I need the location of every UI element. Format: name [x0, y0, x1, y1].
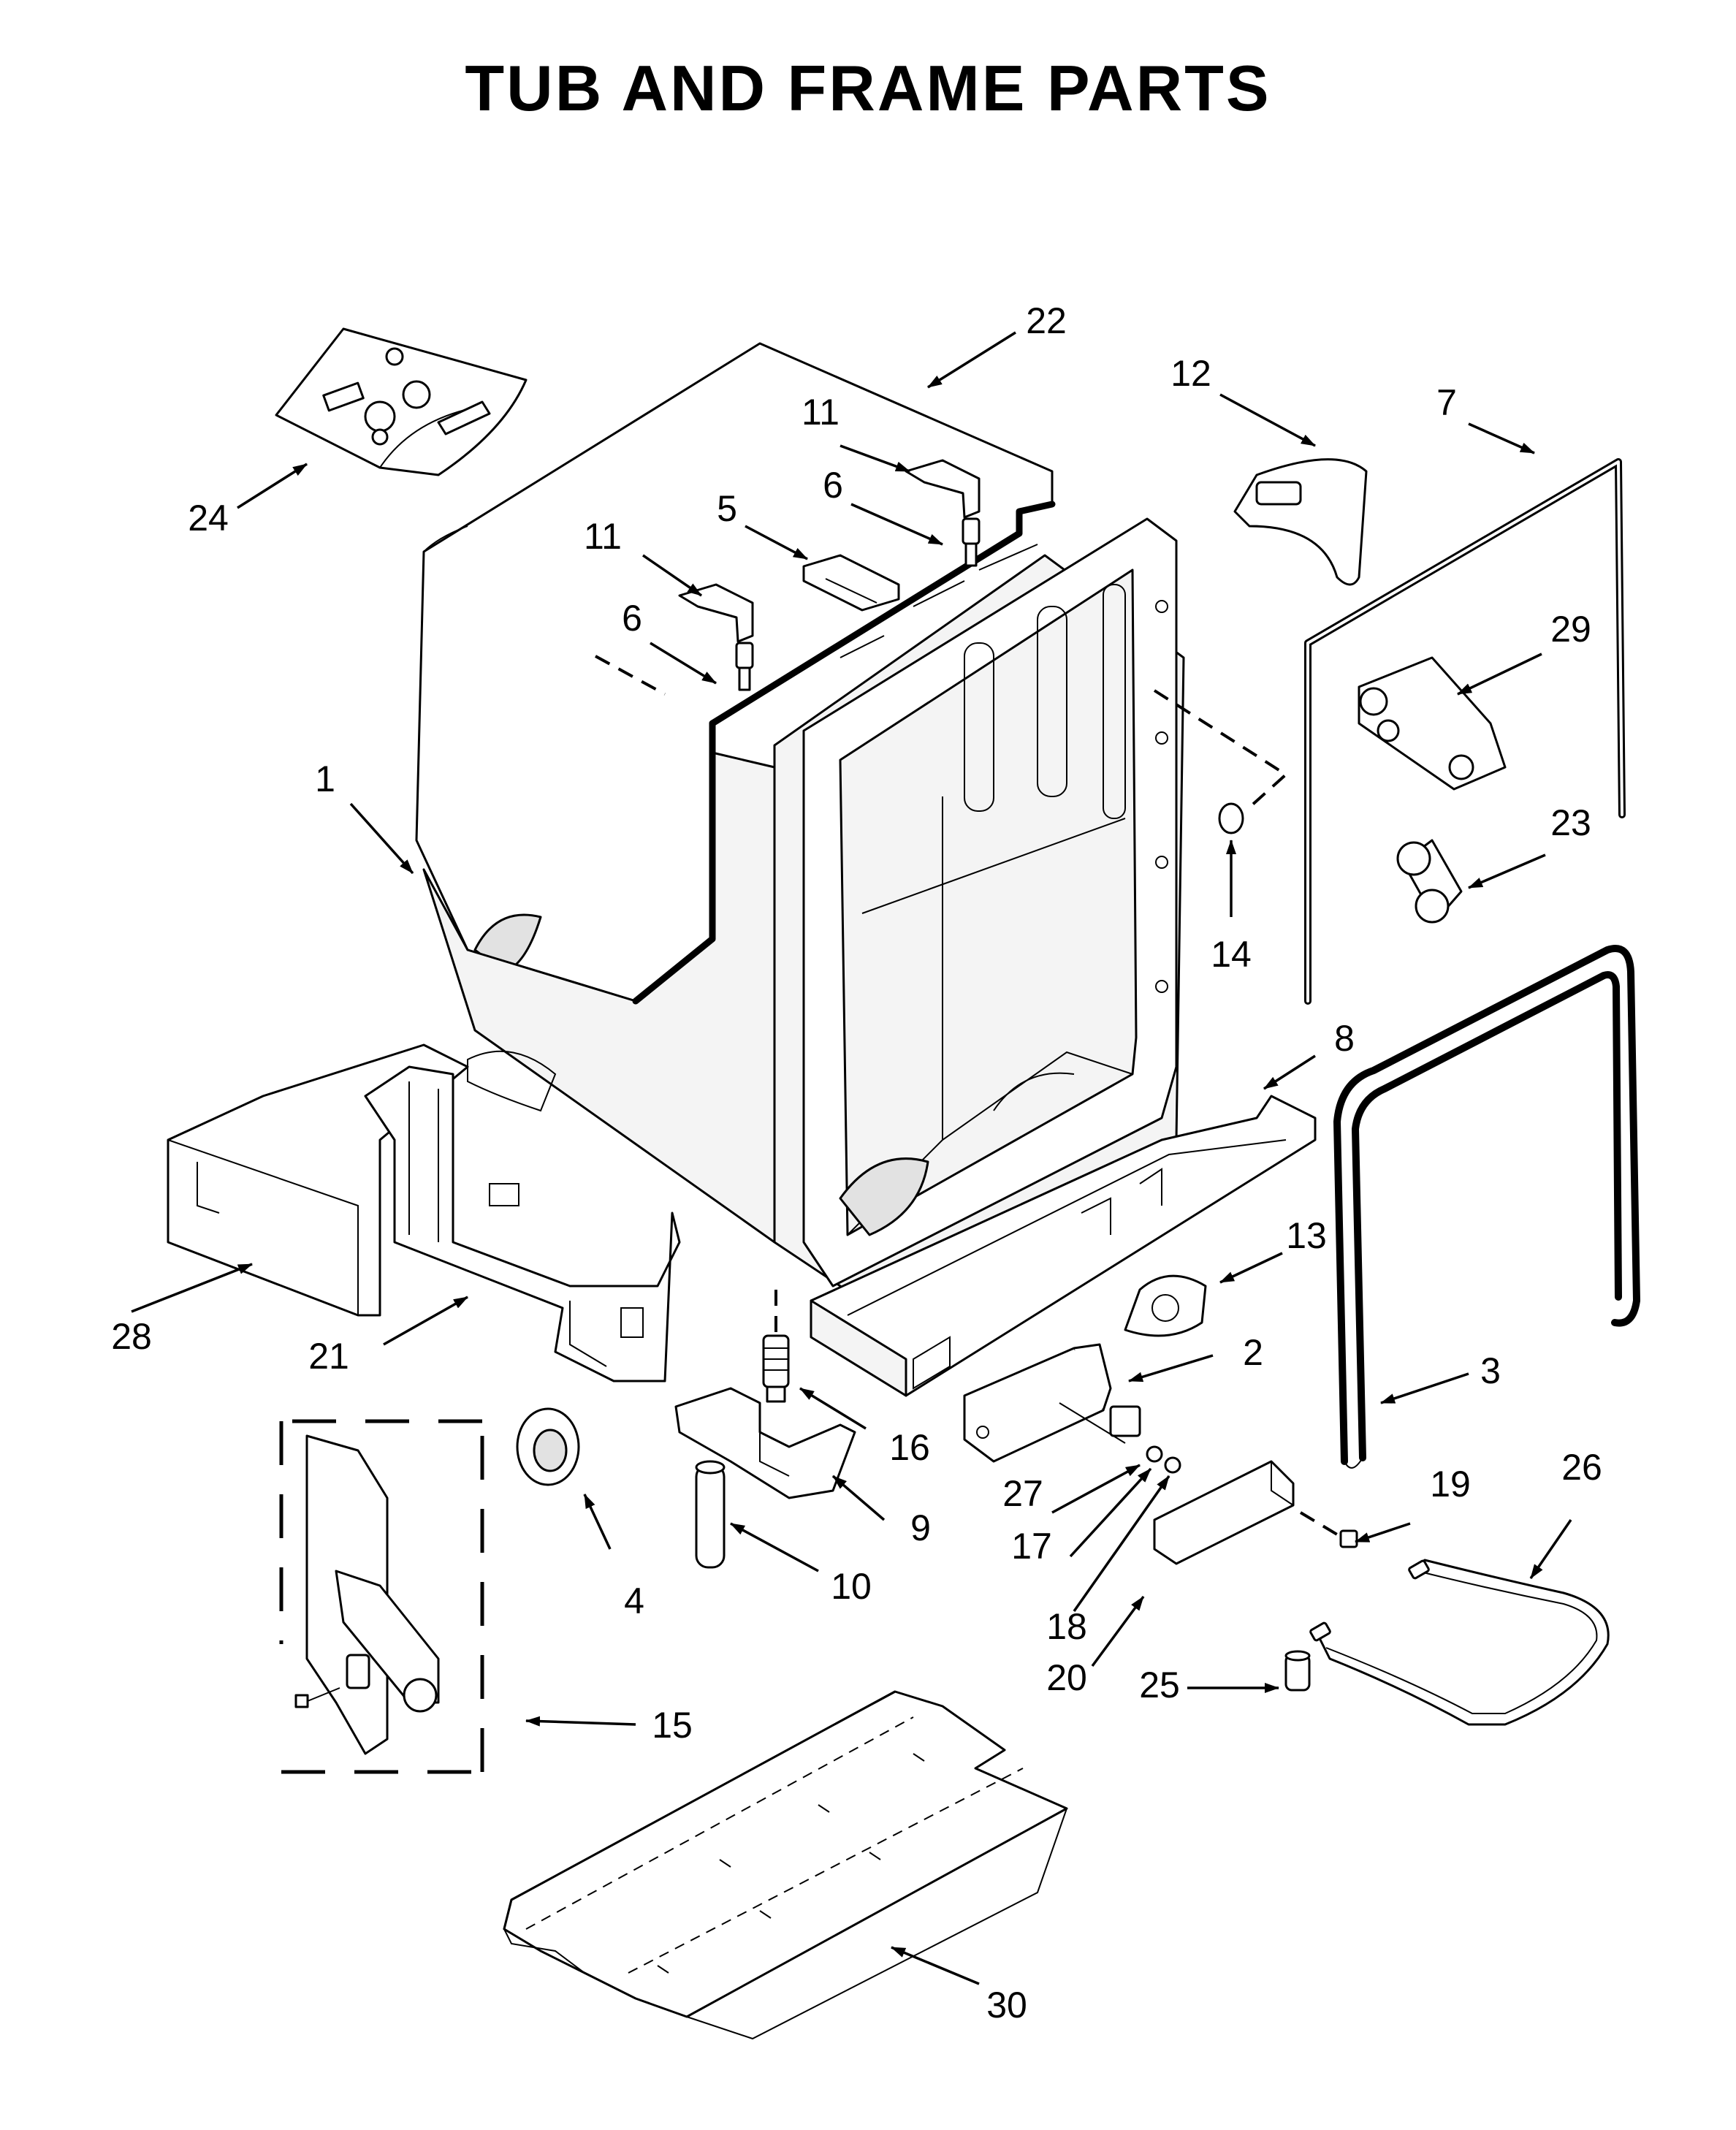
part-tub-edge — [632, 501, 1056, 1005]
callout-5: 5 — [717, 488, 737, 529]
callout-25: 25 — [1139, 1665, 1180, 1705]
callout-8: 8 — [1334, 1018, 1355, 1059]
part-control-bracket — [963, 1343, 1141, 1463]
callout-27: 27 — [1002, 1473, 1043, 1514]
part-center-bracket — [802, 554, 900, 612]
part-screw — [1299, 1511, 1358, 1548]
part-tub-gasket — [1333, 945, 1640, 1469]
part-sump — [674, 1387, 856, 1499]
callout-10: 10 — [831, 1566, 872, 1607]
part-pump-assembly — [279, 1419, 484, 1774]
callout-1: 1 — [315, 758, 335, 799]
part-front-frame — [364, 1065, 681, 1382]
callout-23: 23 — [1550, 802, 1591, 843]
part-hinge-bracket-left — [678, 583, 754, 691]
part-door-gasket — [1304, 458, 1626, 1005]
callout-24: 24 — [188, 498, 229, 539]
callout-6-right: 6 — [823, 465, 843, 506]
part-hardware-bag — [275, 327, 528, 476]
callout-28: 28 — [111, 1316, 152, 1357]
callout-2: 2 — [1243, 1332, 1263, 1373]
callout-30: 30 — [986, 1985, 1027, 2026]
callout-11-left: 11 — [584, 516, 622, 557]
callout-12: 12 — [1170, 353, 1211, 394]
callout-29: 29 — [1550, 609, 1591, 650]
part-wheel-assembly — [1396, 839, 1463, 924]
callout-20: 20 — [1046, 1657, 1087, 1698]
part-pump-housing — [516, 1407, 580, 1486]
part-connector — [1284, 1650, 1311, 1692]
callout-labels: 1 2 3 4 5 6 6 7 8 9 10 11 11 12 13 14 15… — [111, 300, 1602, 2026]
part-leveling-leg — [762, 1290, 790, 1403]
callout-6-left: 6 — [622, 598, 642, 639]
callout-9: 9 — [910, 1507, 931, 1548]
part-tub-shell — [422, 517, 1185, 1302]
part-plug — [1153, 689, 1289, 834]
callout-14: 14 — [1211, 934, 1252, 975]
callout-3: 3 — [1480, 1350, 1501, 1391]
part-screw-set — [1059, 1402, 1181, 1474]
part-vent-duct — [1233, 458, 1368, 586]
callout-16: 16 — [889, 1427, 930, 1468]
part-spray-mount — [1358, 656, 1507, 791]
part-hinge-bracket-right — [905, 459, 981, 567]
part-cover-plate — [1153, 1460, 1295, 1565]
part-float — [1124, 1274, 1207, 1337]
callout-19: 19 — [1430, 1464, 1471, 1505]
part-base-frame — [810, 1095, 1317, 1397]
callout-4: 4 — [624, 1581, 644, 1621]
callout-15: 15 — [652, 1705, 693, 1746]
callout-13: 13 — [1286, 1215, 1327, 1256]
callout-21: 21 — [308, 1336, 349, 1377]
callout-18: 18 — [1046, 1606, 1087, 1647]
page-title: TUB AND FRAME PARTS — [465, 52, 1271, 124]
part-wire-harness — [1309, 1559, 1610, 1726]
callout-11-right: 11 — [802, 392, 840, 433]
callout-7: 7 — [1436, 382, 1457, 423]
callout-26: 26 — [1561, 1447, 1602, 1488]
callout-22: 22 — [1026, 300, 1067, 341]
part-tube — [695, 1460, 726, 1569]
callout-leaders — [131, 331, 1572, 1985]
callout-17: 17 — [1011, 1526, 1052, 1567]
part-insulation-pad — [503, 1690, 1068, 2040]
